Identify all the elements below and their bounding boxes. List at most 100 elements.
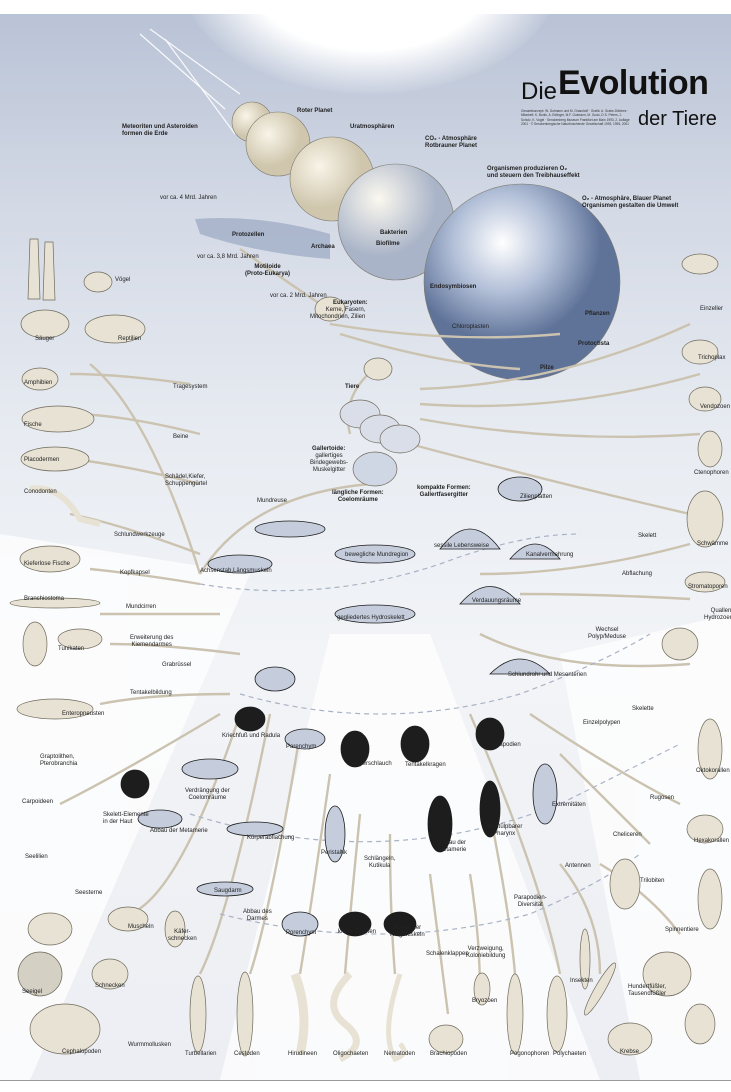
label-nematoden: Nematoden: [384, 1051, 416, 1057]
label-einzelpolypen: Einzelpolypen: [583, 720, 621, 726]
label-verzweigung-koloniebildung: Verzweigung, Koloniebildung: [466, 946, 506, 959]
label-hexakorallen: Hexakorallen: [694, 838, 730, 844]
label-brachiopoden: Brachiopoden: [430, 1051, 468, 1057]
label-tiere: Tiere: [345, 384, 360, 390]
label-co2: CO₂ - Atmosphäre Rotbrauner Planet: [425, 136, 478, 149]
label-abbau-metamerie-2: Abbau der Metamerie: [438, 840, 467, 853]
label-antennen: Antennen: [565, 863, 591, 869]
octopus: [29, 1003, 101, 1055]
body-plan-models: [120, 476, 561, 937]
einzeller: [681, 253, 719, 275]
label-pilze: Pilze: [540, 365, 554, 371]
label-achsenstab: Achsenstab,Längsmuskeln: [200, 568, 272, 574]
planet-blue: [423, 183, 621, 381]
label-eukaryoten: Kerne, Fasern, Mitochondrien, Zilien: [310, 307, 366, 320]
crab: [607, 1022, 653, 1056]
stromatopore: [684, 571, 726, 593]
placoderm: [20, 446, 90, 472]
label-parapodien-diversitaet: Parapodien- Diversität: [514, 895, 547, 908]
label-branchiostoma: Branchiostoma: [24, 596, 65, 602]
fish: [21, 405, 95, 433]
label-schnecken: Schnecken: [95, 983, 125, 989]
label-cheliceren: Cheliceren: [613, 832, 642, 838]
label-kaeferschnecken: Käfer- schnecken: [168, 929, 197, 942]
label-gallertoide-heading: Gallertoide:: [312, 446, 346, 452]
label-hirudineen: Hirudineen: [288, 1051, 318, 1057]
planets: [231, 101, 621, 381]
label-einzeller: Einzeller: [700, 306, 724, 312]
label-biofilme: Biofilme: [376, 241, 400, 247]
label-seelilien: Seelilien: [25, 854, 48, 860]
label-parenchym: Parenchym: [286, 744, 317, 750]
ctenophore: [697, 430, 723, 468]
starfish: [27, 912, 73, 946]
label-abbau-metamerie-1: Abbau der Metamerie: [150, 828, 208, 834]
label-quallen: Quallen, Hydrozoen: [704, 608, 731, 621]
label-reptilien: Reptilien: [118, 336, 142, 342]
label-vendozoen: Vendozoen: [700, 404, 731, 410]
credits: Gesamtkonzept: W. Gutmann und M. Grassho…: [521, 109, 630, 126]
label-tentakelbildung: Tentakelbildung: [130, 690, 172, 696]
label-tragesystem: Tragesystem: [173, 384, 208, 390]
trichoplax: [681, 339, 719, 365]
label-kanalvermehrung: Kanalvermehrung: [526, 552, 574, 558]
label-beine: Beine: [173, 434, 189, 440]
branchiostoma: [9, 597, 101, 609]
octocoral: [697, 718, 723, 780]
meteor-streaks: [139, 28, 241, 135]
label-kiemendarm: Erweiterung des Kiemendarmes: [130, 635, 174, 648]
jellyfish: [661, 627, 699, 661]
label-stromatoporen: Stromatoporen: [688, 584, 728, 590]
label-turbellarien: Turbellarien: [185, 1051, 217, 1057]
label-skelett-haut: Skelett-Elemente in der Haut: [103, 812, 149, 825]
scorpion: [697, 868, 723, 930]
title-die: Die: [521, 78, 558, 105]
label-bryozoen: Bryozoen: [472, 998, 498, 1004]
hirudinean: [290, 972, 309, 1056]
horseshoe-crab: [642, 951, 692, 997]
label-amphibien: Amphibien: [24, 380, 53, 386]
vendozoa: [688, 386, 722, 412]
label-gallertoide: gallertiges Bindegewebs- Muskelgitter: [310, 453, 349, 473]
label-wurmmollusken: Wurmmollusken: [128, 1042, 171, 1048]
label-kopfkapsel: Kopfkapsel: [120, 570, 150, 576]
triceratops: [84, 314, 146, 344]
tunicate: [22, 621, 48, 667]
label-tunikaten: Tunikaten: [58, 646, 85, 652]
label-verdauungsraeume: Verdauungsräume: [472, 598, 522, 604]
label-skelette: Skelette: [632, 706, 654, 712]
label-eukaryoten-heading: Eukaryoten:: [333, 300, 368, 306]
label-saeuger: Säuger: [35, 336, 55, 342]
label-endosymbiosen: Endosymbiosen: [430, 284, 477, 290]
label-bakterien: Bakterien: [380, 230, 408, 236]
organism-illustrations: [9, 238, 726, 1063]
label-placodermen: Placodermen: [24, 457, 60, 463]
label-kleine-borsten: kleine Borsten: [338, 929, 377, 935]
sea-urchin: [17, 951, 63, 997]
evolution-arrows: [59, 248, 701, 1015]
label-schaedel: Schädel,Kiefer, Schuppengürtel: [165, 474, 208, 487]
label-mundreuse: Mundreuse: [257, 498, 288, 504]
label-chloroplasten: Chloroplasten: [452, 324, 490, 330]
sponge: [686, 490, 724, 548]
label-wechsel-polyp-meduse: Wechsel Polyp/Meduse: [588, 627, 627, 640]
label-vor-2-mrd: vor ca. 2 Mrd. Jahren: [270, 293, 327, 299]
hexacoral: [686, 814, 724, 844]
label-trichoplax: Trichoplax: [698, 355, 726, 361]
label-ausstuelpbarer-pharynx: ausstülpbarer Pharynx: [486, 824, 523, 837]
label-fische: Fische: [24, 422, 42, 428]
label-enteropneusten: Enteropneusten: [62, 711, 105, 717]
label-krebse: Krebse: [620, 1049, 640, 1055]
mussel: [107, 906, 149, 932]
label-grabruessel: Grabrüssel: [162, 662, 192, 668]
label-pogonophoren: Pogonophoren: [510, 1051, 550, 1057]
label-schlundrohr: Schlundrohr und Mesenterien: [508, 672, 587, 678]
label-tentakelkragen: Tentakelkragen: [405, 762, 446, 768]
polychaete: [546, 975, 568, 1053]
label-muscheln: Muscheln: [128, 924, 154, 930]
label-porenchym: Porenchym: [286, 930, 317, 936]
label-conodonten: Conodonten: [24, 489, 57, 495]
label-organismen-o2: Organismen produzieren O₂ und steuern de…: [487, 166, 580, 179]
label-meteoriten: Meteoriten und Asteroiden formen die Erd…: [122, 124, 198, 137]
label-vor-3-8-mrd: vor ca. 3,8 Mrd. Jahren: [197, 254, 259, 260]
